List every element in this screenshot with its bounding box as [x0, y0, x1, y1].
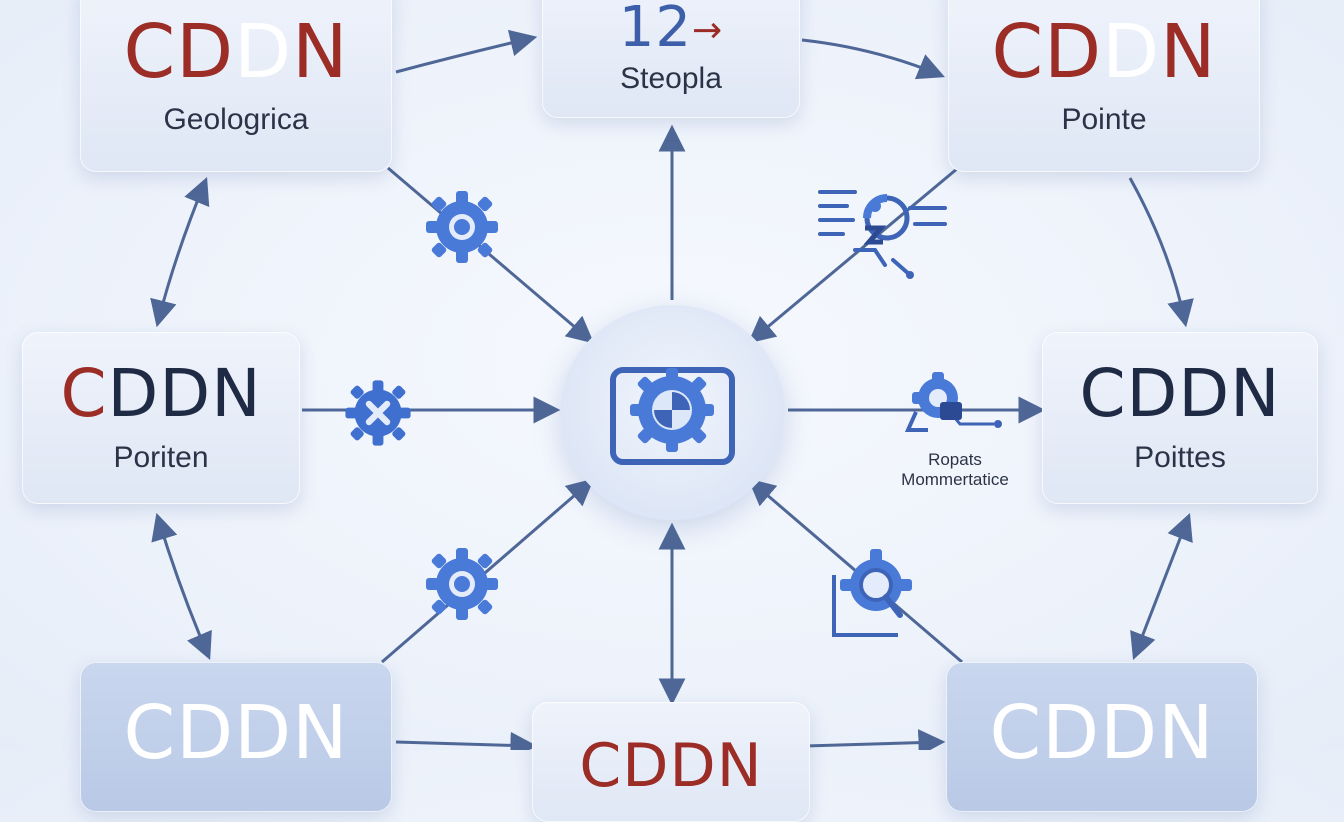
edge-midright-bottomright: [1130, 512, 1193, 661]
node-top-right: CDDN Pointe: [948, 0, 1260, 172]
code-letter: D: [176, 9, 235, 95]
code-letter: D: [159, 355, 212, 432]
node-top-center-caption: Steopla: [620, 62, 722, 95]
node-mid-left: CDDN Poriten: [22, 332, 300, 504]
annotation-line-1: Ropats: [928, 450, 982, 469]
code-letter: D: [1102, 9, 1161, 95]
diagram-edges: [150, 29, 1194, 750]
robot-arm-icon: [904, 372, 1002, 432]
node-mid-left-caption: Poriten: [113, 441, 209, 474]
circuit-icon: [818, 190, 947, 279]
magnifier-gear-icon: [832, 549, 912, 637]
node-bottom-left-code: CDDN: [123, 690, 349, 776]
node-mid-right-caption: Poittes: [1134, 441, 1226, 474]
edge-midleft-bottomleft: [151, 512, 212, 660]
code-letter: D: [234, 9, 293, 95]
node-top-right-caption: Pointe: [1061, 103, 1147, 136]
code-letter: N: [292, 9, 349, 95]
edge-bottomleft-hub: [381, 478, 595, 664]
edge-topright-midright: [1128, 177, 1194, 328]
edge-topleft-midleft: [150, 177, 210, 328]
code-letter: C: [60, 355, 108, 432]
arrow-right-icon: →: [692, 9, 724, 51]
node-mid-right: CDDN Poittes: [1042, 332, 1318, 504]
node-mid-right-code: CDDN: [1079, 355, 1281, 432]
edge-bottomcenter-bottomright: [804, 729, 946, 750]
node-top-left: CDDN Geologrica: [80, 0, 392, 172]
gear-icon: [426, 548, 498, 620]
code-letter: C: [123, 9, 177, 95]
node-bottom-right: CDDN: [946, 662, 1258, 812]
gear-icon: [426, 191, 498, 263]
edge-topcenter-topright: [801, 38, 945, 80]
node-bottom-center: CDDN: [532, 702, 810, 822]
node-top-right-code: CDDN: [992, 15, 1217, 89]
code-letter: C: [991, 9, 1045, 95]
annotation-line-2: Mommertatice: [901, 470, 1009, 490]
node-bottom-center-code: CDDN: [579, 731, 763, 801]
node-top-left-caption: Geologrica: [163, 103, 309, 136]
node-bottom-right-code: CDDN: [989, 690, 1215, 776]
edge-topleft-topcenter: [395, 29, 538, 74]
code-letter: N: [1160, 9, 1217, 95]
node-top-left-code: CDDN: [124, 15, 349, 89]
node-mid-left-code: CDDN: [60, 361, 261, 427]
node-bottom-left: CDDN: [80, 662, 392, 812]
hub-gear-icon: [610, 367, 735, 465]
edge-bottomleft-bottomcenter: [395, 731, 538, 750]
node-top-center: 12→ Steopla: [542, 0, 800, 118]
code-letter: D: [1044, 9, 1103, 95]
edge-topright-hub: [747, 166, 959, 344]
gear-icon: [345, 380, 411, 446]
code-digits: 12: [618, 0, 693, 60]
node-top-center-code: 12→: [619, 0, 723, 56]
code-letter: D: [107, 355, 160, 432]
code-letter: N: [211, 355, 262, 432]
annotation-label: Ropats Mommertatice: [870, 450, 1040, 491]
